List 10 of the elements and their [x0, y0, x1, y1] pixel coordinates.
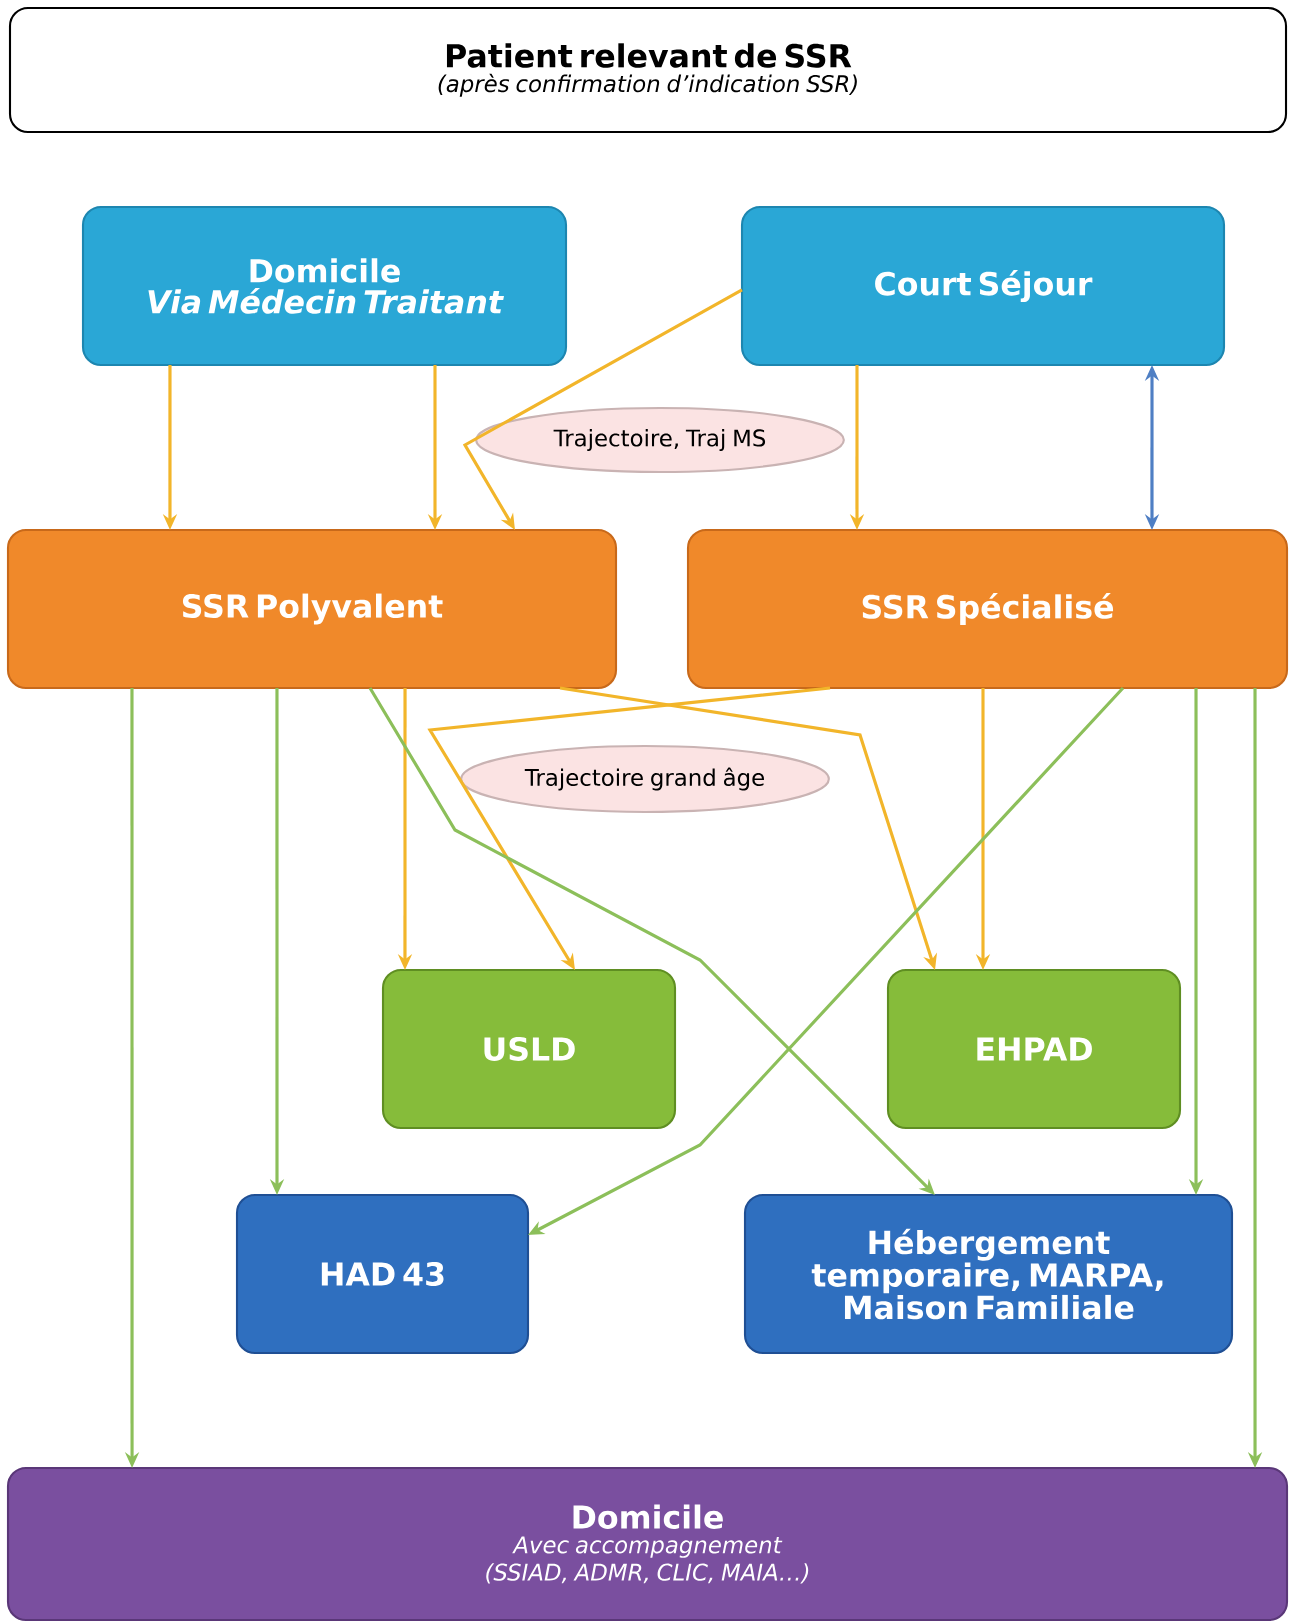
process-box: Court Séjour: [740, 205, 1226, 367]
process-box: SSR Spécialisé: [686, 528, 1289, 690]
process-box: USLD: [381, 968, 677, 1130]
process-box: Domicile Via Médecin Traitant: [81, 205, 568, 367]
title-box: Patient relevant de SSR (après confirmation d’indication SSR): [8, 6, 1288, 134]
process-box: EHPAD: [886, 968, 1182, 1130]
process-box: Hébergement temporaire, MARPA, Maison Familiale: [743, 1193, 1234, 1355]
process-box: HAD 43: [235, 1193, 530, 1355]
process-box: Domicile Avec accompagnement (SSIAD, ADMR, CLIC, MAIA…): [6, 1466, 1289, 1622]
process-box: SSR Polyvalent: [6, 528, 618, 690]
